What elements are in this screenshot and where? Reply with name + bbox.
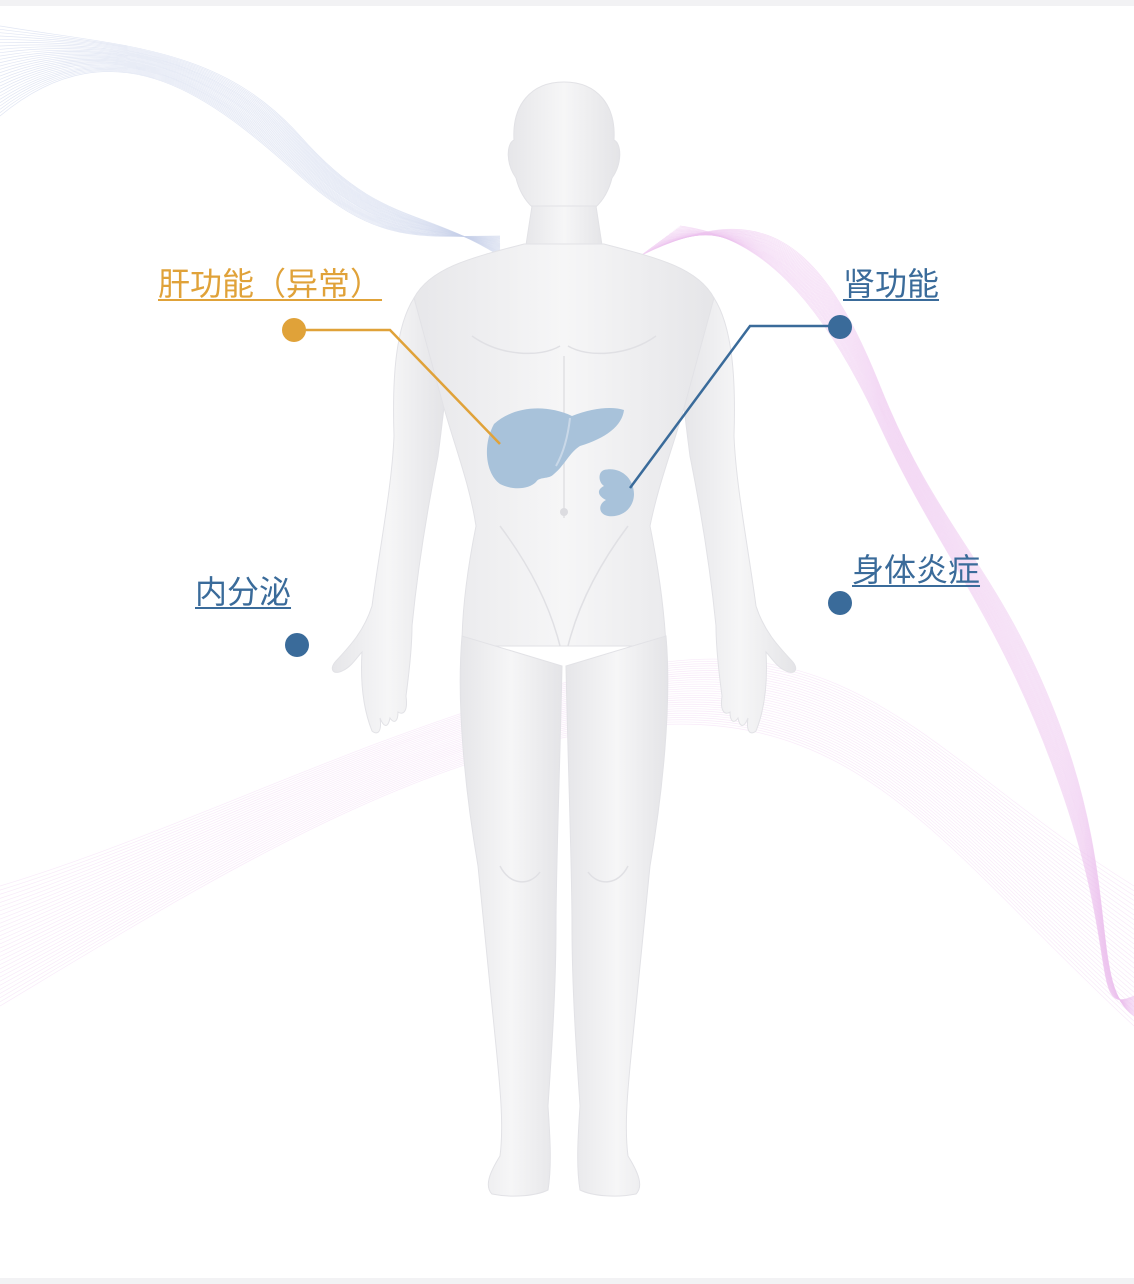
human-body-figure [331, 81, 797, 1197]
endocrine-label[interactable]: 内分泌 [195, 573, 292, 611]
wave-line [0, 65, 501, 241]
liver-icon [486, 408, 624, 489]
wave-line [0, 42, 501, 253]
right-leg [565, 635, 669, 1197]
wave-line [0, 52, 501, 249]
kidney-icon [598, 469, 634, 517]
wave-line [0, 32, 501, 255]
wave-line [0, 35, 501, 255]
wave-line [679, 225, 1134, 1001]
wave-line [0, 38, 501, 254]
inflammation-marker-dot[interactable] [828, 591, 852, 615]
wave-line [0, 58, 501, 245]
wave-line [0, 56, 501, 246]
liver-lobe-line [555, 417, 571, 467]
endocrine-marker-dot[interactable] [285, 633, 309, 657]
wave-ribbon-pink [639, 225, 1134, 1017]
wave-line [0, 53, 501, 248]
wave-line [0, 71, 501, 237]
kidney-connector [628, 324, 838, 489]
wave-line [0, 64, 501, 241]
wave-line [0, 44, 501, 252]
navel [560, 508, 568, 516]
wave-line [0, 49, 501, 250]
wave-line [0, 48, 501, 251]
wave-line [0, 28, 501, 256]
wave-line [0, 67, 501, 239]
kidney-marker-dot[interactable] [828, 315, 852, 339]
liver-connector [294, 328, 501, 445]
wave-line [0, 63, 501, 242]
wave-ribbon-blue [0, 25, 501, 257]
connector-lines [294, 324, 838, 489]
wave-line [0, 66, 501, 240]
wave-line [0, 62, 501, 243]
inflammation-label[interactable]: 身体炎症 [852, 551, 981, 589]
right-arm [683, 296, 797, 734]
wave-line [0, 55, 501, 247]
wave-line [0, 60, 501, 244]
kidney-function-label[interactable]: 肾功能 [843, 265, 940, 303]
wave-line [0, 25, 501, 257]
wave-line [0, 51, 501, 249]
wave-line [0, 70, 501, 238]
liver-marker-dot[interactable] [282, 318, 306, 342]
body-diagram-panel: 肝功能（异常） 肾功能 内分泌 身体炎症 [0, 6, 1134, 1278]
left-leg [459, 635, 563, 1197]
wave-line [0, 61, 501, 244]
wave-line [0, 57, 501, 246]
wave-line [0, 69, 501, 238]
liver-function-label[interactable]: 肝功能（异常） [158, 265, 383, 303]
left-arm [331, 296, 445, 734]
wave-line [0, 46, 501, 252]
